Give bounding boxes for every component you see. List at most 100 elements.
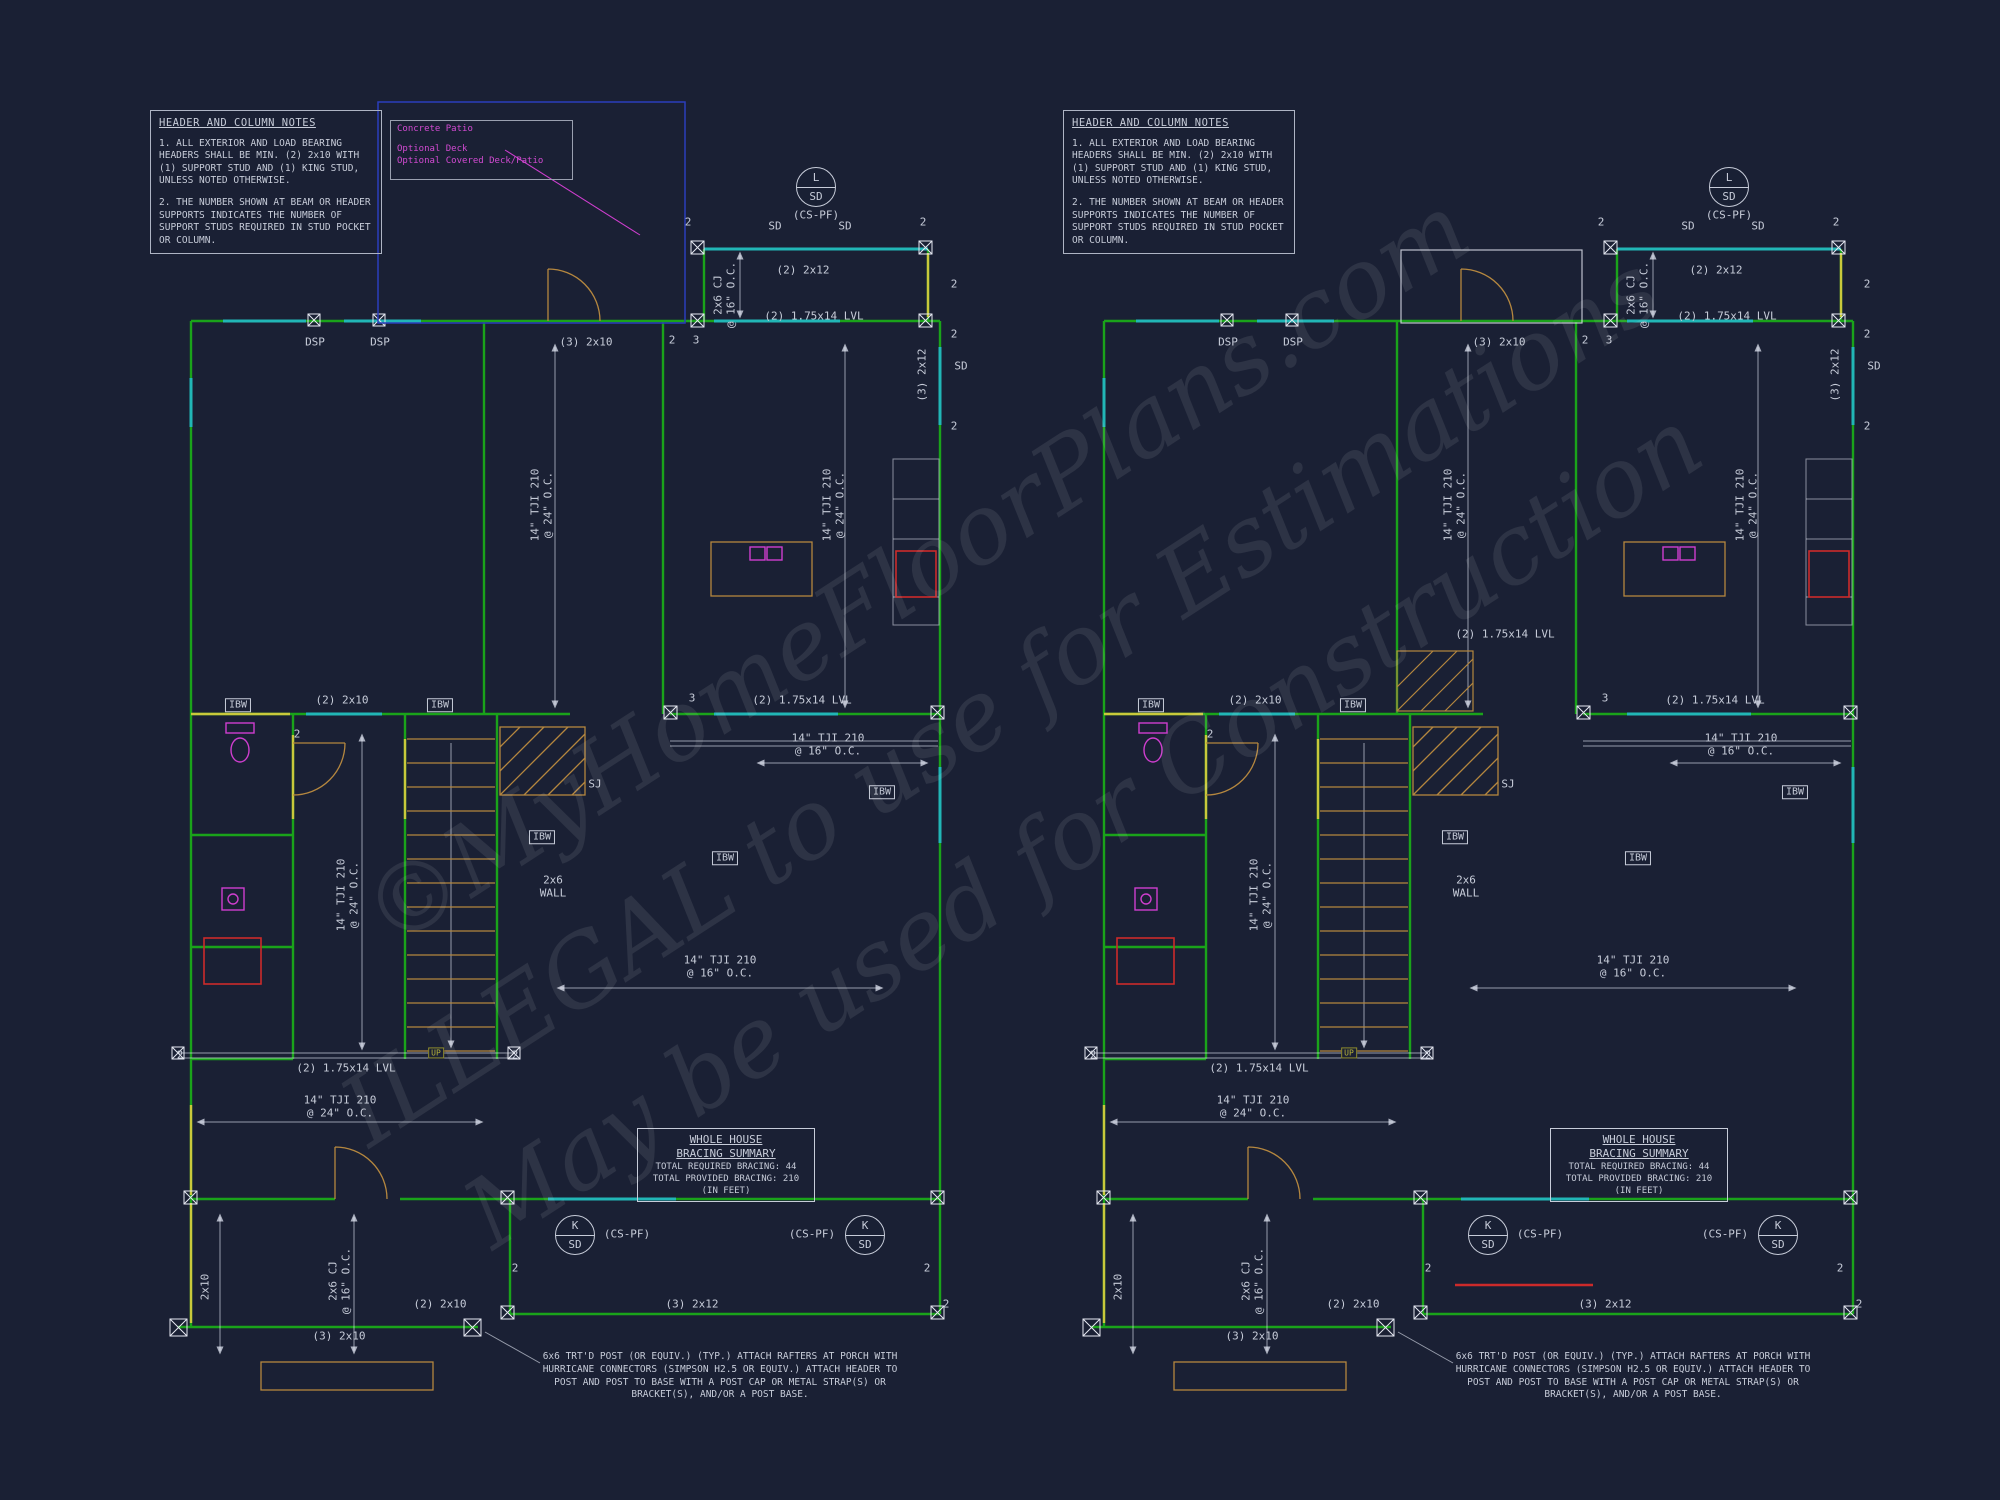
framing-label: (3) 2x10 (1225, 1329, 1279, 1343)
framing-label: (3) 2x12 (1828, 348, 1842, 402)
framing-label: 2x6 CJ @ 16" O.C. (711, 261, 737, 329)
header-column-notes: HEADER AND COLUMN NOTES 1. ALL EXTERIOR … (150, 110, 382, 255)
framing-label: 2 (176, 1048, 184, 1062)
bracing-title-2: BRACING SUMMARY (676, 1146, 776, 1160)
bracing-summary: WHOLE HOUSE BRACING SUMMARY TOTAL REQUIR… (637, 1128, 815, 1202)
framing-label: SJ (588, 777, 602, 791)
bracing-units: (IN FEET) (701, 1185, 751, 1196)
framing-label: SJ (1501, 777, 1515, 791)
notes-para-1: 1. ALL EXTERIOR AND LOAD BEARING HEADERS… (1072, 137, 1273, 187)
framing-label: (CS-PF) (1516, 1227, 1564, 1241)
framing-label: 2 (293, 727, 301, 741)
framing-label: IBW (868, 785, 896, 799)
framing-label: 2 (950, 419, 958, 433)
framing-label: 2 (1089, 1048, 1097, 1062)
framing-label: 2 (942, 1297, 950, 1311)
framing-label: 2x6 CJ @ 16" O.C. (1239, 1247, 1265, 1315)
framing-label: (2) 1.75x14 LVL (1455, 627, 1555, 641)
framing-label: (3) 2x12 (665, 1297, 719, 1311)
bracing-required: TOTAL REQUIRED BRACING: 44 (1568, 1161, 1710, 1172)
framing-label: 14" TJI 210 @ 24" O.C. (303, 1093, 377, 1119)
framing-label: 2 (1863, 327, 1871, 341)
framing-label: SD (838, 219, 852, 233)
framing-label: DSP (1283, 335, 1303, 349)
framing-label: (2) 2x12 (1689, 263, 1743, 277)
floor-plan-drawing-right (1053, 95, 1903, 1475)
framing-label: 2 (919, 215, 927, 229)
bracing-title-1: WHOLE HOUSE (1602, 1133, 1676, 1146)
floor-plan-left: HEADER AND COLUMN NOTES 1. ALL EXTERIOR … (140, 95, 990, 1475)
framing-label: (3) 2x10 (559, 335, 613, 349)
notes-para-2: 2. THE NUMBER SHOWN AT BEAM OR HEADER SU… (1072, 196, 1284, 246)
framing-label: IBW (528, 830, 556, 844)
framing-label: 3 (1605, 333, 1613, 347)
legend-item-optional-covered-deck: Optional Covered Deck/Patio (397, 155, 544, 166)
framing-label: 14" TJI 210 @ 24" O.C. (1247, 858, 1273, 932)
framing-label: (3) 2x10 (312, 1329, 366, 1343)
framing-label: (2) 1.75x14 LVL (296, 1061, 396, 1075)
framing-label: 2 (950, 277, 958, 291)
bracing-summary: WHOLE HOUSE BRACING SUMMARY TOTAL REQUIR… (1550, 1128, 1728, 1202)
framing-label: 14" TJI 210 @ 24" O.C. (528, 468, 554, 542)
framing-label: SD (768, 219, 782, 233)
framing-label: 3 (1601, 691, 1609, 705)
framing-label: UP (1341, 1047, 1357, 1059)
framing-label: (2) 2x10 (1228, 693, 1282, 707)
framing-label: (CS-PF) (603, 1227, 651, 1241)
framing-label: 14" TJI 210 @ 24" O.C. (820, 468, 846, 542)
framing-label: 2 (668, 333, 676, 347)
framing-label: 2 (950, 327, 958, 341)
porch-post-note: 6x6 TRT'D POST (OR EQUIV.) (TYP.) ATTACH… (1455, 1351, 1811, 1401)
framing-label: 14" TJI 210 @ 16" O.C. (791, 731, 865, 757)
optional-patio-outline (377, 101, 686, 324)
framing-label: 2 (1424, 1048, 1432, 1062)
framing-label: (2) 2x12 (776, 263, 830, 277)
legend-item-optional-deck: Optional Deck (397, 144, 468, 155)
bracing-units: (IN FEET) (1614, 1185, 1664, 1196)
framing-label: UP (428, 1047, 444, 1059)
framing-label: (3) 2x10 (1472, 335, 1526, 349)
framing-label: 14" TJI 210 @ 16" O.C. (1704, 731, 1778, 757)
framing-label: 2 (1836, 1261, 1844, 1275)
floor-plan-right: HEADER AND COLUMN NOTES 1. ALL EXTERIOR … (1053, 95, 1903, 1475)
framing-label: 2x6 WALL (1452, 873, 1480, 899)
framing-label: (2) 1.75x14 LVL (1677, 309, 1777, 323)
framing-label: (3) 2x12 (1578, 1297, 1632, 1311)
bracing-title-2: BRACING SUMMARY (1589, 1146, 1689, 1160)
framing-label: 2 (511, 1048, 519, 1062)
framing-label: (CS-PF) (788, 1227, 836, 1241)
bracing-provided: TOTAL PROVIDED BRACING: 210 (652, 1173, 800, 1184)
framing-label: (3) 2x12 (915, 348, 929, 402)
framing-label: 14" TJI 210 @ 24" O.C. (1216, 1093, 1290, 1119)
framing-label: 2x10 (198, 1273, 212, 1301)
framing-label: SD (1751, 219, 1765, 233)
header-column-notes: HEADER AND COLUMN NOTES 1. ALL EXTERIOR … (1063, 110, 1295, 255)
notes-para-2: 2. THE NUMBER SHOWN AT BEAM OR HEADER SU… (159, 196, 371, 246)
framing-label: 2x10 (1111, 1273, 1125, 1301)
framing-label: 2 (1424, 1261, 1432, 1275)
framing-label: DSP (370, 335, 390, 349)
patio-legend: Concrete Patio Optional Deck Optional Co… (390, 120, 573, 180)
framing-label: SD (954, 359, 968, 373)
framing-label: (2) 1.75x14 LVL (1209, 1061, 1309, 1075)
framing-label: IBW (1339, 698, 1367, 712)
framing-label: IBW (1624, 851, 1652, 865)
framing-label: 2 (923, 1261, 931, 1275)
framing-label: 2 (684, 215, 692, 229)
porch-post-note: 6x6 TRT'D POST (OR EQUIV.) (TYP.) ATTACH… (542, 1351, 898, 1401)
framing-label: 14" TJI 210 @ 16" O.C. (1596, 953, 1670, 979)
framing-label: SD (1681, 219, 1695, 233)
right-plan-extras (1396, 249, 1593, 1287)
framing-label: 2 (1206, 727, 1214, 741)
framing-label: IBW (426, 698, 454, 712)
framing-label: (CS-PF) (1701, 1227, 1749, 1241)
framing-label: (CS-PF) (1705, 208, 1753, 222)
bracing-title-1: WHOLE HOUSE (689, 1133, 763, 1146)
framing-label: 14" TJI 210 @ 16" O.C. (683, 953, 757, 979)
notes-para-1: 1. ALL EXTERIOR AND LOAD BEARING HEADERS… (159, 137, 360, 187)
